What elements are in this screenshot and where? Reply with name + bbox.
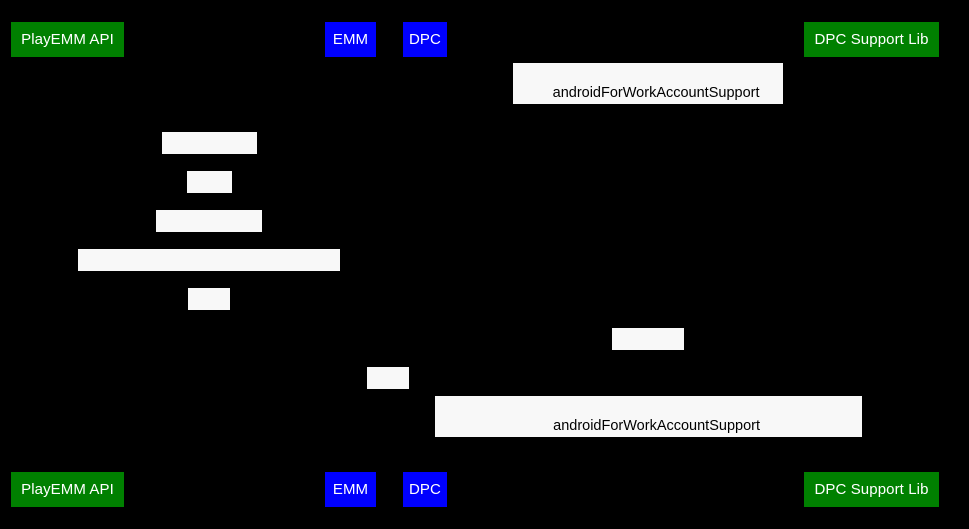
participant-label: DPC Support Lib (814, 481, 929, 498)
message-line-1: callback() (630, 349, 693, 365)
arrow-line-9 (424, 439, 871, 440)
arrow-line-3 (67, 194, 350, 195)
message-line-1: users.generateAuthenticationToken() (98, 270, 336, 286)
message-line-1: androidForWorkAccountSupport (553, 417, 760, 434)
arrow-line-1 (424, 106, 871, 107)
message-line-2: .addAndroidForWorkAccount(token, account… (462, 456, 851, 473)
lifeline-emm (350, 57, 351, 472)
participant-top-playemm-api[interactable]: PlayEMM API (11, 22, 124, 57)
message-label-2[interactable]: users.insert() (162, 132, 265, 169)
arrow-line-8 (350, 390, 424, 391)
participant-label: DPC (409, 481, 441, 498)
arrow-line-5 (67, 272, 350, 273)
participant-top-dpc-support-lib[interactable]: DPC Support Lib (804, 22, 939, 57)
participant-label: DPC (409, 31, 441, 48)
message-label-3[interactable]: userID (187, 171, 248, 208)
message-line-1: users.update() (174, 231, 268, 247)
message-line-1: token (206, 309, 242, 325)
message-line-1: userID (205, 192, 248, 208)
lifeline-playemm-api (67, 57, 68, 472)
participant-bottom-emm[interactable]: EMM (325, 472, 376, 507)
message-label-6[interactable]: token (188, 288, 242, 325)
participant-label: EMM (332, 481, 369, 498)
participant-label: PlayEMM API (21, 31, 114, 48)
lifeline-dpc-support-lib (871, 57, 872, 472)
message-line-1: androidForWorkAccountSupport (552, 84, 760, 101)
message-label-4[interactable]: users.update() (156, 210, 268, 247)
message-label-5[interactable]: users.generateAuthenticationToken() (78, 249, 340, 286)
message-line-1: token (385, 388, 421, 404)
lifeline-dpc (424, 57, 425, 472)
participant-bottom-dpc[interactable]: DPC (403, 472, 447, 507)
participant-bottom-playemm-api[interactable]: PlayEMM API (11, 472, 124, 507)
participant-bottom-dpc-support-lib[interactable]: DPC Support Lib (804, 472, 939, 507)
arrow-line-7 (424, 351, 871, 352)
arrow-line-2 (67, 155, 350, 156)
participant-top-emm[interactable]: EMM (325, 22, 376, 57)
message-label-7[interactable]: callback() (612, 328, 692, 365)
participant-label: EMM (332, 31, 369, 48)
arrow-line-6 (67, 311, 350, 312)
participant-label: DPC Support Lib (814, 31, 929, 48)
participant-top-dpc[interactable]: DPC (403, 22, 447, 57)
message-label-8[interactable]: token (367, 367, 421, 404)
participant-label: PlayEMM API (21, 481, 114, 498)
arrow-line-4 (67, 233, 350, 234)
message-line-1: users.insert() (180, 153, 265, 169)
message-label-1[interactable]: androidForWorkAccountSupport .ensureWork… (513, 63, 783, 140)
message-label-9[interactable]: androidForWorkAccountSupport .addAndroid… (435, 396, 862, 473)
message-line-2: .ensureWorkingEnvironment(callback) (533, 123, 779, 140)
